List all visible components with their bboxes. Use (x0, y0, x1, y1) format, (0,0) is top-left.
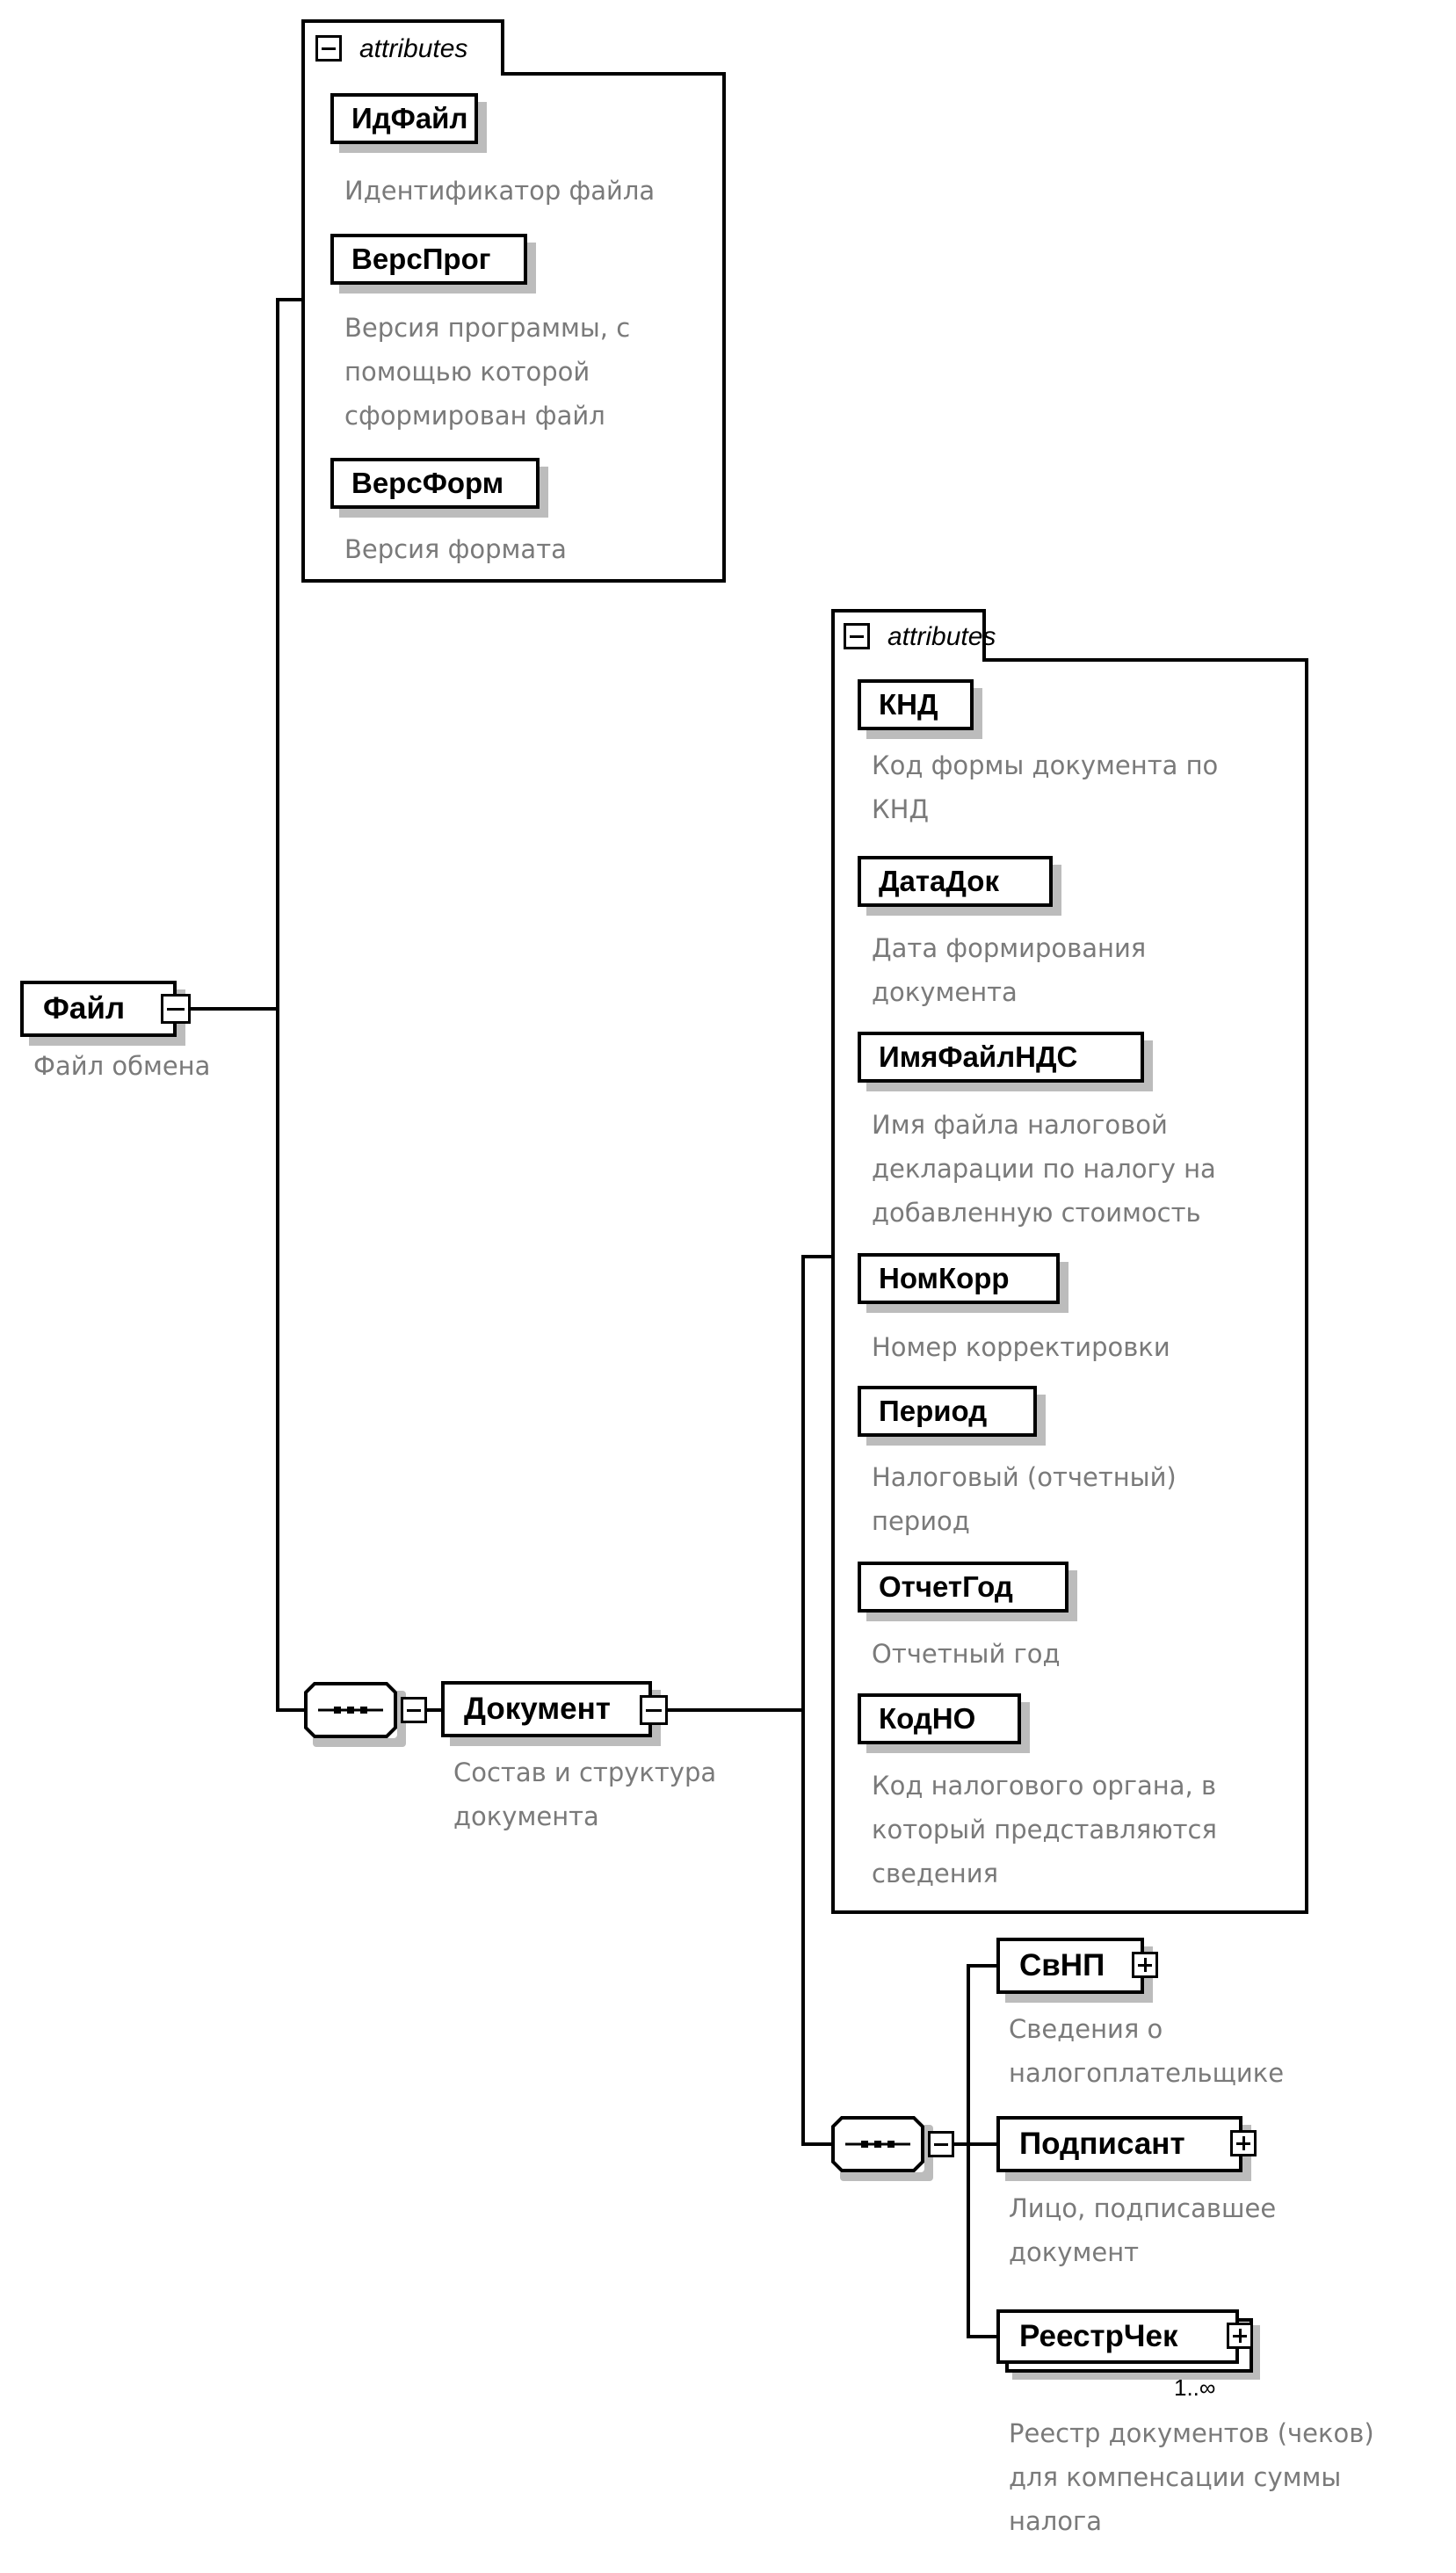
sequence-compositor-icon[interactable] (304, 1682, 397, 1738)
attributes-tab-underline (982, 658, 1308, 662)
connector-seq1 (276, 1708, 304, 1712)
attribute-imyafailnds[interactable]: ИмяФайлНДС (858, 1032, 1144, 1083)
attribute-versform[interactable]: ВерсФорм (330, 458, 540, 509)
collapse-toggle-icon[interactable] (640, 1695, 668, 1725)
connector-doc-h (664, 1708, 805, 1712)
collapse-toggle-icon[interactable] (844, 623, 870, 649)
attributes-tab-underline (501, 72, 726, 76)
element-svnp[interactable]: СвНП (996, 1938, 1144, 1994)
element-reestrchek-description: Реестр документов (чеков) для компенсаци… (1009, 2418, 1374, 2536)
element-document-label: Документ (464, 1692, 611, 1726)
connector-doc-attrs (801, 1255, 833, 1258)
attribute-description: Код налогового органа, в который предста… (872, 1771, 1217, 1888)
connector-child-reestr (967, 2335, 998, 2338)
connector-seq2 (801, 2142, 833, 2146)
attribute-description: Номер корректировки (872, 1332, 1170, 1362)
element-document[interactable]: Документ (441, 1681, 652, 1737)
element-reestrchek[interactable]: РеестрЧек (996, 2309, 1239, 2364)
connector-child-podpisant (967, 2142, 998, 2146)
attributes-group-header: attributes (887, 622, 996, 651)
attribute-knd[interactable]: КНД (858, 679, 974, 730)
multiplicity-label: 1..∞ (1174, 2374, 1216, 2401)
attribute-description: Налоговый (отчетный) период (872, 1462, 1177, 1536)
attribute-description: Версия формата (344, 534, 567, 564)
attribute-description: Версия программы, с помощью которой сфор… (344, 313, 631, 431)
attribute-versprog[interactable]: ВерсПрог (330, 234, 527, 285)
expand-toggle-icon[interactable] (1132, 1952, 1158, 1978)
attribute-idfile[interactable]: ИдФайл (330, 93, 478, 144)
attribute-period[interactable]: Период (858, 1386, 1037, 1437)
connector-doc-v (801, 1255, 805, 2146)
collapse-toggle-icon[interactable] (161, 994, 191, 1024)
attribute-description: Отчетный год (872, 1639, 1061, 1669)
element-podpisant[interactable]: Подписант (996, 2116, 1242, 2172)
element-document-description: Состав и структура документа (453, 1758, 717, 1831)
attribute-otchetgod[interactable]: ОтчетГод (858, 1562, 1068, 1613)
collapse-toggle-icon[interactable] (928, 2131, 954, 2157)
sequence-compositor-icon[interactable] (831, 2116, 924, 2172)
collapse-toggle-icon[interactable] (315, 35, 342, 62)
collapse-toggle-icon[interactable] (401, 1697, 427, 1723)
element-svnp-description: Сведения о налогоплательщике (1009, 2014, 1285, 2088)
connector-children-v (967, 1964, 970, 2338)
element-root-label: Файл (43, 991, 126, 1026)
attribute-description: Имя файла налоговой декларации по налогу… (872, 1110, 1216, 1228)
attribute-description: Дата формирования документа (872, 933, 1147, 1007)
attributes-group-tab[interactable]: attributes (831, 609, 996, 662)
connector-seq2-children (954, 2142, 968, 2146)
element-podpisant-description: Лицо, подписавшее документ (1009, 2193, 1277, 2267)
attribute-description: Идентификатор файла (344, 176, 656, 206)
attributes-group-header: attributes (359, 34, 468, 63)
attribute-nomkorr[interactable]: НомКорр (858, 1253, 1060, 1304)
element-root-description: Файл обмена (33, 1051, 211, 1081)
expand-toggle-icon[interactable] (1227, 2323, 1253, 2349)
connector-root-h (190, 1007, 278, 1011)
element-root[interactable]: Файл (20, 981, 177, 1037)
connector-root-v (276, 298, 279, 1712)
expand-toggle-icon[interactable] (1230, 2130, 1257, 2156)
attribute-datadok[interactable]: ДатаДок (858, 856, 1053, 907)
connector-seq1-doc (427, 1708, 443, 1712)
connector-root-attrs (276, 298, 304, 301)
attribute-kodno[interactable]: КодНО (858, 1693, 1021, 1744)
attribute-description: Код формы документа по КНД (872, 750, 1219, 824)
connector-child-svnp (967, 1964, 998, 1968)
